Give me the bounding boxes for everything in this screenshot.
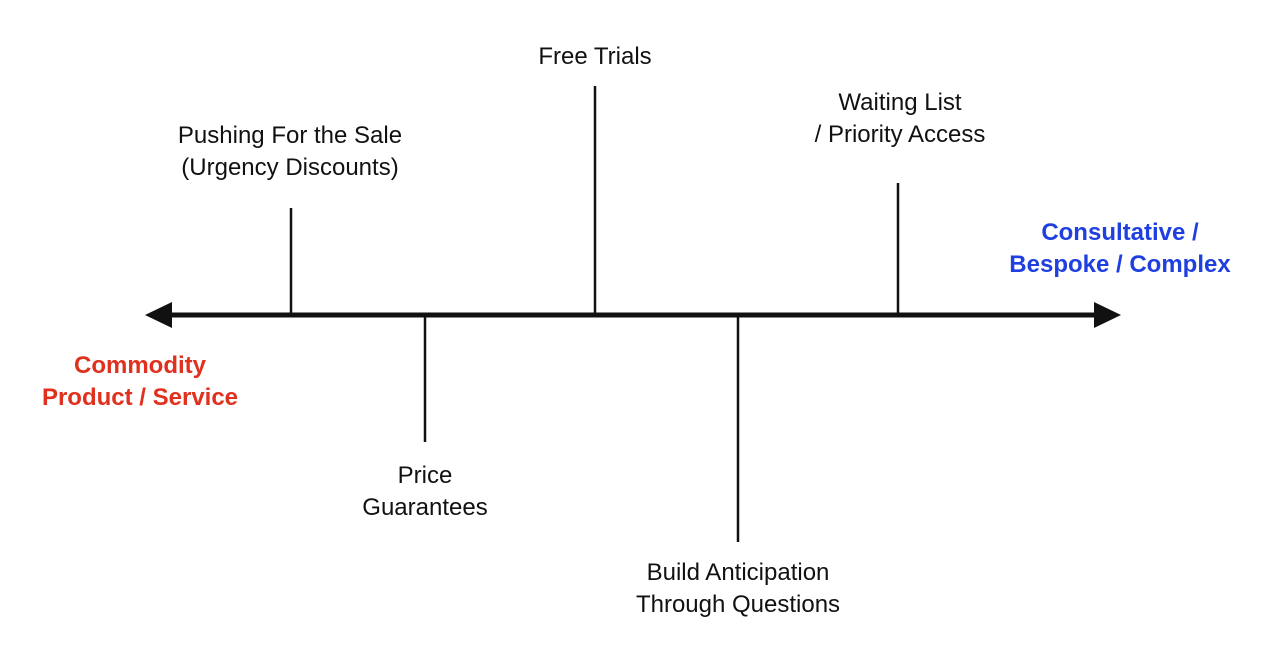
- consultative-label: Consultative / Bespoke / Complex: [960, 217, 1280, 281]
- consultative-label-line-2: Bespoke / Complex: [1009, 251, 1231, 278]
- build-anticipation-label: Build Anticipation Through Questions: [578, 557, 898, 621]
- waiting-label-line-2: / Priority Access: [814, 121, 986, 148]
- right-arrowhead: [1094, 302, 1121, 328]
- consultative-label-line-1: Consultative /: [1041, 219, 1199, 246]
- waiting-label-line-1: Waiting List: [838, 89, 962, 116]
- commodity-label: Commodity Product / Service: [0, 350, 280, 414]
- build-label-line-1: Build Anticipation: [646, 559, 830, 586]
- commodity-label-line-1: Commodity: [74, 352, 206, 379]
- left-arrowhead: [145, 302, 172, 328]
- pushing-for-sale-label: Pushing For the Sale (Urgency Discounts): [130, 120, 450, 184]
- pushing-label-line-1: Pushing For the Sale: [177, 122, 403, 149]
- price-guarantees-label: Price Guarantees: [305, 460, 545, 524]
- waiting-list-label: Waiting List / Priority Access: [740, 87, 1060, 151]
- commodity-label-line-2: Product / Service: [41, 384, 239, 411]
- price-label-line-1: Price: [397, 462, 453, 489]
- free-trials-label: Free Trials: [475, 41, 715, 73]
- build-label-line-2: Through Questions: [635, 591, 841, 618]
- pushing-label-line-2: (Urgency Discounts): [181, 154, 399, 181]
- free-label-line-1: Free Trials: [538, 43, 652, 70]
- price-label-line-2: Guarantees: [362, 494, 488, 521]
